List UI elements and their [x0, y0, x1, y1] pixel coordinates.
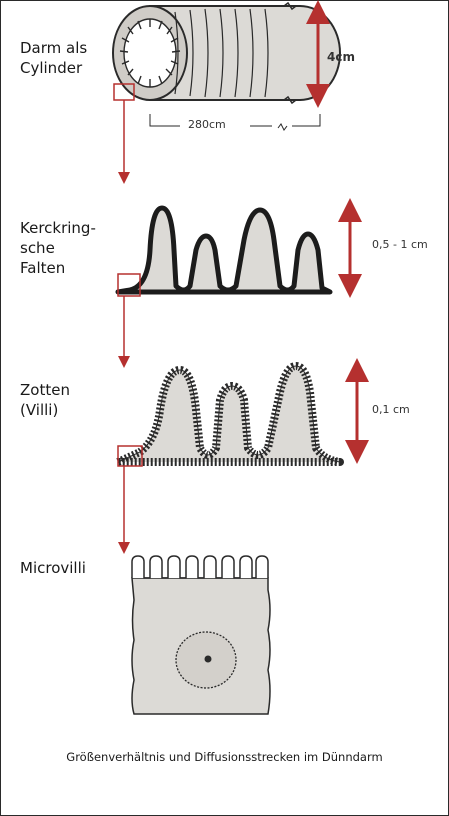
fold-height-label: 0,5 - 1 cm [372, 239, 428, 251]
kerckring-folds [118, 208, 330, 296]
nucleolus [205, 656, 212, 663]
length-label: 280cm [188, 118, 226, 131]
label-villi: Zotten (Villi) [20, 380, 70, 420]
villus-height-label: 0,1 cm [372, 404, 410, 416]
label-microvilli: Microvilli [20, 558, 86, 578]
label-cylinder: Darm als Cylinder [20, 38, 87, 78]
length-dimension-line [150, 114, 320, 130]
figure-caption: Größenverhältnis und Diffusionsstrecken … [0, 750, 449, 764]
epithelial-cell [132, 556, 270, 714]
label-kerckring-folds: Kerckring- sche Falten [20, 218, 96, 278]
diameter-label: 4cm [327, 50, 355, 64]
villi [118, 366, 340, 466]
intestine-cylinder [113, 3, 340, 103]
